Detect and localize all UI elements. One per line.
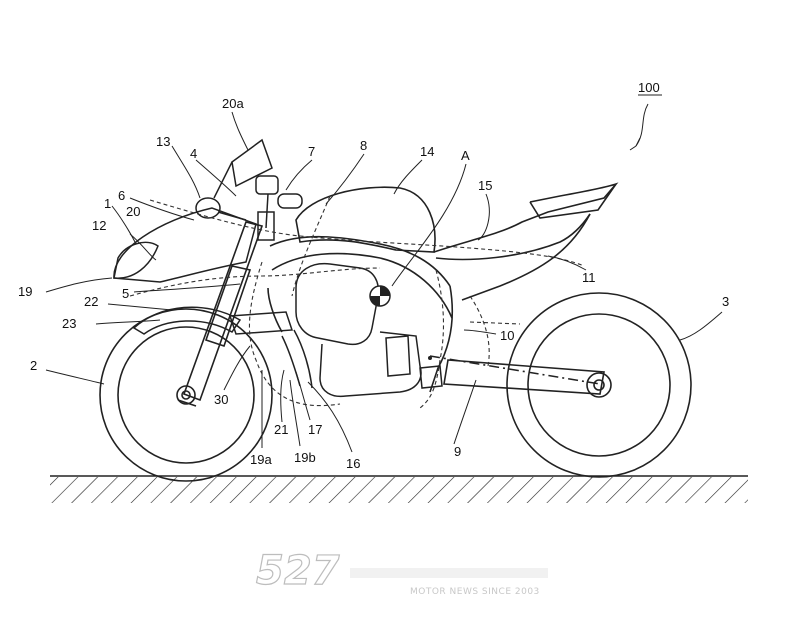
- label-6: 6: [118, 188, 125, 203]
- label-15: 15: [478, 178, 492, 193]
- watermark-bar: [350, 568, 548, 578]
- label-12: 12: [92, 218, 106, 233]
- watermark-tagline: MOTOR NEWS SINCE 2003: [410, 587, 540, 597]
- mirror: [195, 197, 247, 221]
- label-7: 7: [308, 144, 315, 159]
- watermark-number: 527: [256, 548, 340, 594]
- airflow-paths: [129, 195, 585, 409]
- label-19: 19: [18, 284, 32, 299]
- front-fender: [132, 306, 242, 335]
- rear-wheel: [506, 292, 692, 478]
- frame: [267, 235, 454, 393]
- label-17: 17: [308, 422, 322, 437]
- label-14: 14: [420, 144, 434, 159]
- front-cowl: [113, 207, 257, 283]
- label-19a: 19a: [250, 452, 272, 467]
- label-2: 2: [30, 358, 37, 373]
- watermark: 527 MOTOR NEWS SINCE 2003: [255, 547, 548, 597]
- label-19b: 19b: [294, 450, 316, 465]
- point-a-marker: [369, 285, 432, 360]
- label-22: 22: [84, 294, 98, 309]
- label-23: 23: [62, 316, 76, 331]
- label-10: 10: [500, 328, 514, 343]
- label-4: 4: [190, 146, 197, 161]
- label-a: A: [461, 148, 470, 163]
- windscreen: [213, 138, 273, 199]
- label-11: 11: [582, 270, 596, 285]
- exhaust: [228, 311, 313, 389]
- reference-labels: 100 20a 13 4 7 8 14 A 15 6 1 20 12 11 19…: [18, 80, 729, 471]
- seat-and-tail: [433, 182, 619, 301]
- ground: [50, 475, 748, 503]
- front-fork: [177, 221, 264, 407]
- engine: [295, 262, 443, 398]
- label-8: 8: [360, 138, 367, 153]
- leader-lines: [45, 103, 723, 453]
- label-100: 100: [638, 80, 660, 95]
- label-20: 20: [126, 204, 140, 219]
- label-13: 13: [156, 134, 170, 149]
- label-21: 21: [274, 422, 288, 437]
- label-5: 5: [122, 286, 129, 301]
- label-9: 9: [454, 444, 461, 459]
- front-wheel: [99, 308, 273, 482]
- label-20a: 20a: [222, 96, 244, 111]
- swing-arm: [429, 355, 605, 395]
- label-1: 1: [104, 196, 111, 211]
- label-16: 16: [346, 456, 360, 471]
- handlebar: [255, 175, 303, 241]
- headlight: [113, 241, 159, 279]
- label-30: 30: [214, 392, 228, 407]
- fuel-tank: [295, 186, 436, 253]
- label-3: 3: [722, 294, 729, 309]
